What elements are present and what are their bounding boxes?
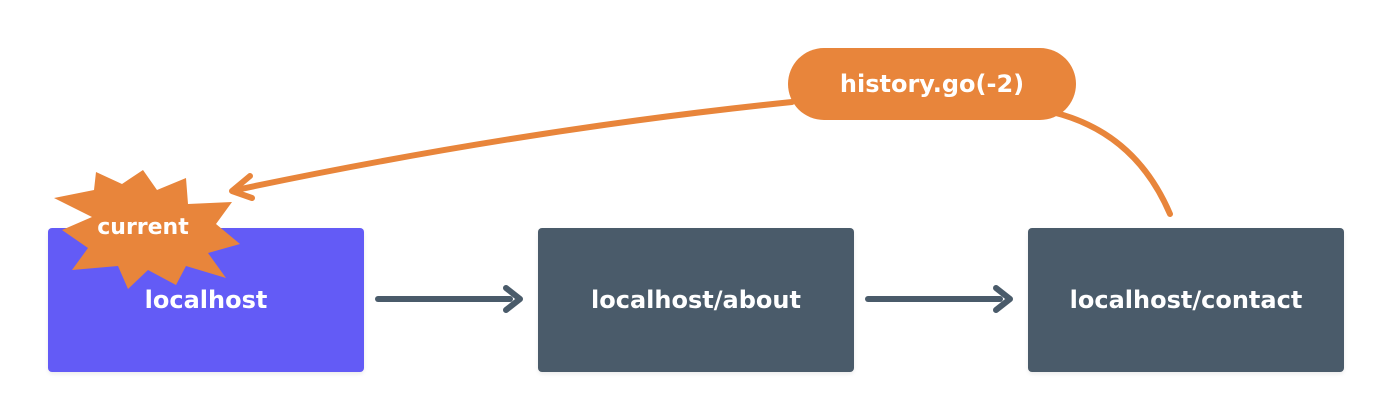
page-localhost-contact: localhost/contact: [1028, 228, 1344, 372]
back-arrow-to-current: [229, 99, 795, 201]
history-go-pill: history.go(-2): [788, 48, 1076, 120]
back-curve-from-contact: [1049, 109, 1173, 217]
page-label: localhost: [144, 286, 268, 314]
page-localhost: localhost: [48, 228, 364, 372]
history-call-label: history.go(-2): [839, 70, 1025, 98]
page-label: localhost/contact: [1069, 286, 1303, 314]
page-localhost-about: localhost/about: [538, 228, 854, 372]
page-label: localhost/about: [591, 286, 801, 314]
forward-arrow-2: [865, 285, 1013, 313]
forward-arrow-1: [375, 285, 523, 313]
